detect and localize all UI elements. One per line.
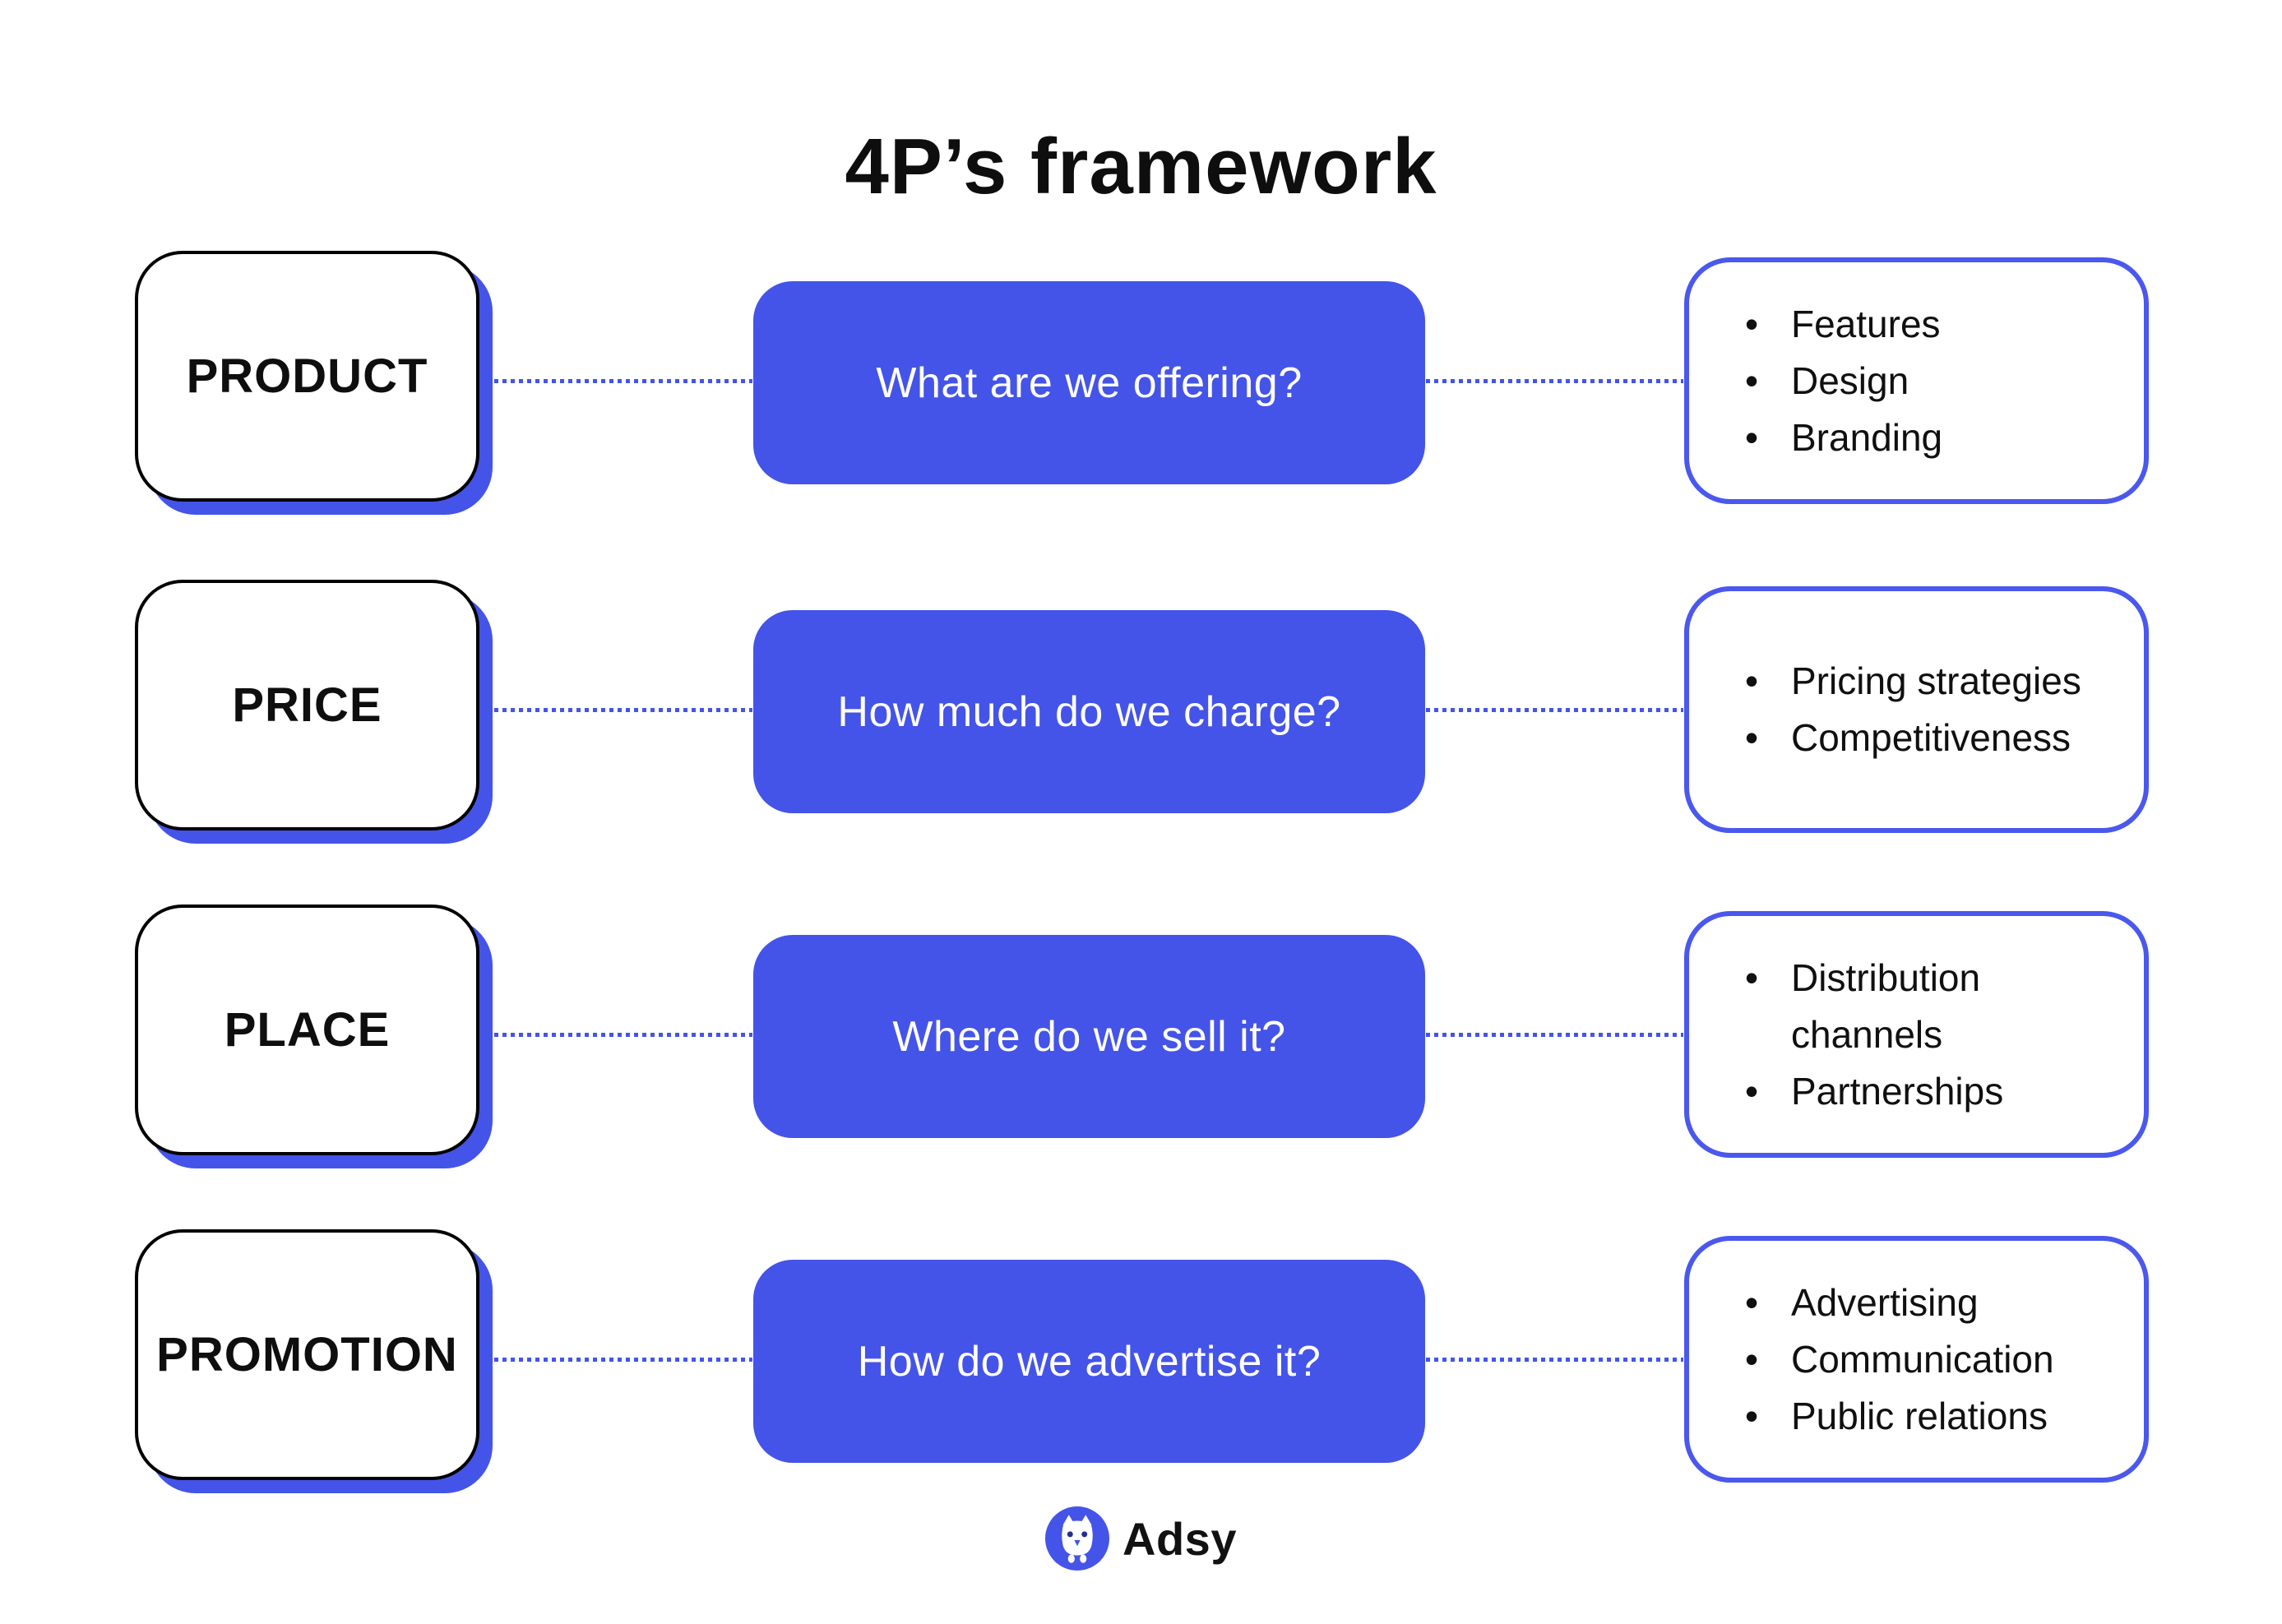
connector-dotted-line [494,708,752,712]
price-question: How much do we charge? [837,687,1341,736]
product-question: What are we offering? [876,359,1303,407]
bullet-item: Advertising [1743,1275,2121,1331]
bullet-item: Public relations [1743,1388,2121,1445]
promotion-question-card: How do we advertise it? [753,1260,1425,1463]
connector-dotted-line [1426,379,1683,383]
bullet-item: Pricing strategies [1743,653,2121,710]
promotion-label-box: PROMOTION [135,1229,479,1480]
bullet-item: Features [1743,296,2121,353]
place-question: Where do we sell it? [892,1012,1286,1061]
promotion-bullet-list: Advertising Communication Public relatio… [1743,1275,2121,1445]
product-question-card: What are we offering? [753,281,1425,484]
owl-icon [1045,1506,1110,1571]
connector-dotted-line [494,1358,752,1362]
bullet-item: Design [1743,353,2121,409]
bullet-item: Branding [1743,409,2121,466]
place-bullets-card: Distribution channels Partnerships [1684,911,2149,1158]
connector-dotted-line [1426,1033,1683,1037]
price-bullets-card: Pricing strategies Competitiveness [1684,586,2149,833]
place-label-box: PLACE [135,905,479,1155]
brand-name: Adsy [1122,1512,1237,1565]
product-label-box: PRODUCT [135,251,479,502]
promotion-question: How do we advertise it? [857,1337,1322,1386]
promotion-label: PROMOTION [156,1328,458,1381]
price-bullet-list: Pricing strategies Competitiveness [1743,653,2121,766]
bullet-item: Partnerships [1743,1063,2121,1120]
place-label: PLACE [224,1003,391,1057]
place-question-card: Where do we sell it? [753,935,1425,1138]
price-question-card: How much do we charge? [753,610,1425,813]
bullet-item: Communication [1743,1331,2121,1388]
page-title: 4P’s framework [845,123,1437,211]
promotion-bullets-card: Advertising Communication Public relatio… [1684,1236,2149,1483]
connector-dotted-line [1426,708,1683,712]
price-label: PRICE [232,678,382,732]
product-bullet-list: Features Design Branding [1743,296,2121,466]
connector-dotted-line [494,1033,752,1037]
connector-dotted-line [494,379,752,383]
brand-footer: Adsy [0,1506,2282,1571]
bullet-item: Distribution channels [1743,950,2121,1063]
bullet-item: Competitiveness [1743,710,2121,766]
connector-dotted-line [1426,1358,1683,1362]
place-bullet-list: Distribution channels Partnerships [1743,950,2121,1120]
product-bullets-card: Features Design Branding [1684,257,2149,504]
product-label: PRODUCT [186,349,428,403]
price-label-box: PRICE [135,580,479,831]
